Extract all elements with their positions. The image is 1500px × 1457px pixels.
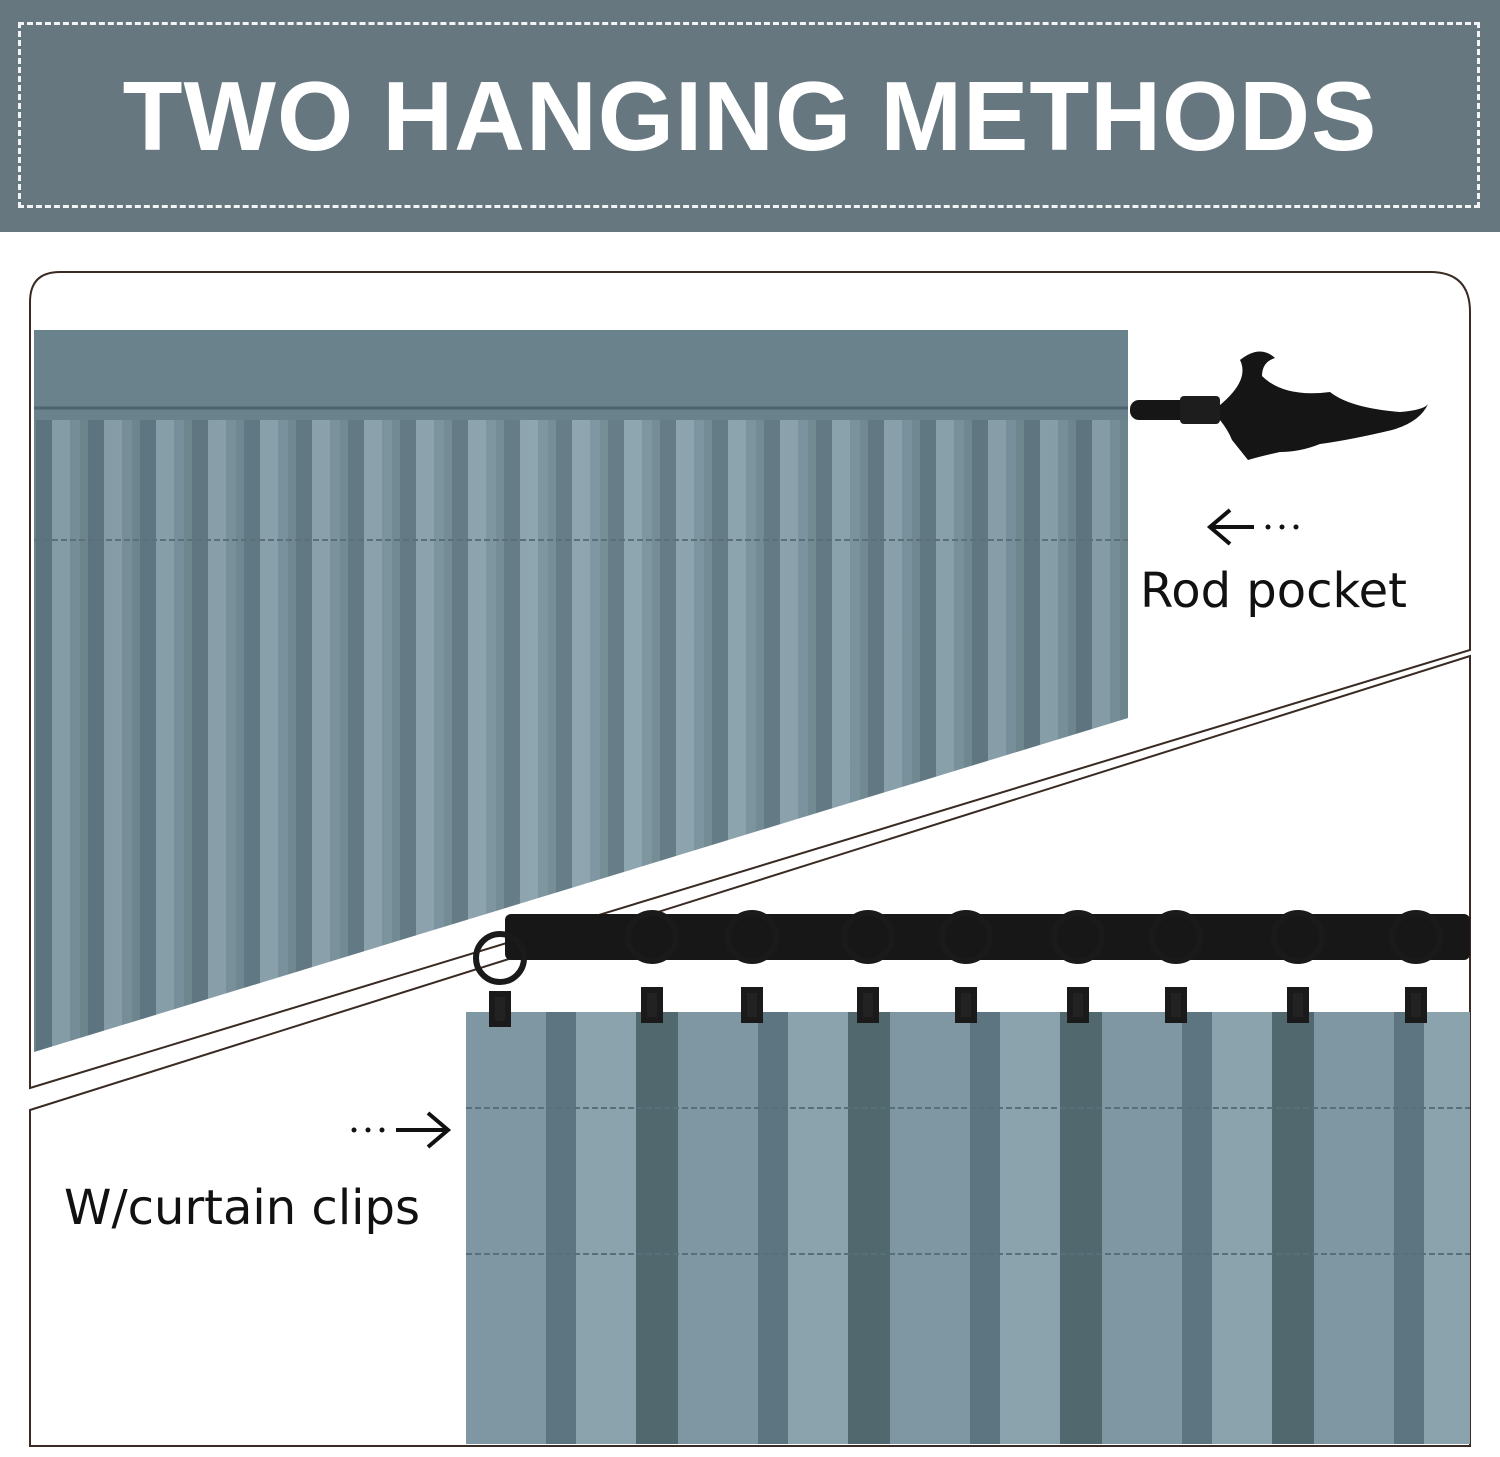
arrow-left-icon (1206, 508, 1299, 546)
rod-pocket-label: Rod pocket (1140, 563, 1407, 619)
curtain-clip (1149, 910, 1203, 1023)
clip-curtain (466, 1012, 1470, 1444)
curtain-clips (473, 910, 1443, 1027)
banner-title: TWO HANGING METHODS (122, 61, 1378, 171)
curtain-clip (725, 910, 779, 1023)
curtain-clip (473, 931, 527, 1027)
title-banner: TWO HANGING METHODS (0, 0, 1500, 232)
curtain-clips-label: W/curtain clips (64, 1180, 420, 1236)
arrow-right-icon (351, 1111, 452, 1149)
curtain-clip (841, 910, 895, 1023)
top-panel-frame (29, 271, 1471, 1090)
rod-pocket-curtain (34, 330, 1128, 1052)
curtain-clip (1389, 910, 1443, 1023)
curtain-clip (625, 910, 679, 1023)
curtain-clip (939, 910, 993, 1023)
bottom-panel-frame (29, 654, 1471, 1447)
dashed-border (18, 22, 1480, 208)
curtain-rod-top (1130, 351, 1428, 460)
curtain-clip (1051, 910, 1105, 1023)
curtain-clip (1271, 910, 1325, 1023)
